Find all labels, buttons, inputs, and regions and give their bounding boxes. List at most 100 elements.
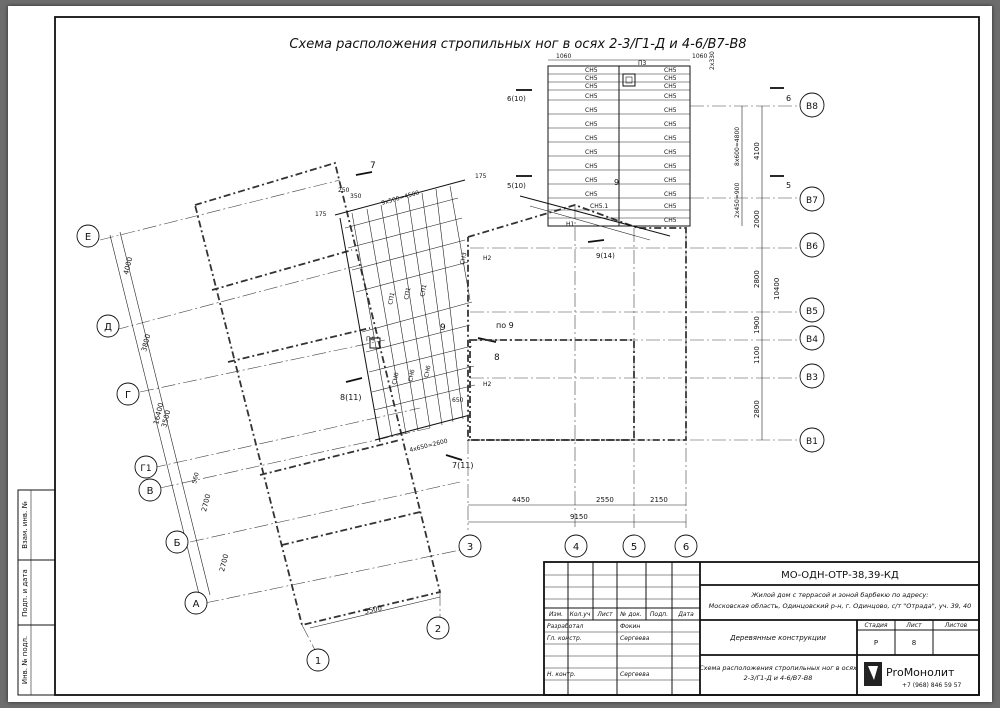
mark-n2b: Н2 bbox=[483, 381, 492, 388]
sec-mark-9a: 9 bbox=[614, 178, 619, 187]
axis-row-E: Е bbox=[85, 232, 91, 243]
dim-left-bottom: 5500 bbox=[364, 604, 383, 616]
stamp-project-address: Московская область, Одинцовский р-н, г. … bbox=[709, 602, 972, 610]
left-plan: СП1 СП1 СП1 СН3 СН6 СН6 СН6 П4 4000 3800… bbox=[99, 161, 514, 651]
sn5-r-5: СН5 bbox=[664, 107, 677, 114]
sn5-r-1: СН5 bbox=[664, 67, 677, 74]
sn5-r-9: СН5 bbox=[664, 163, 677, 170]
role-1: Разработал bbox=[547, 623, 584, 630]
dim-right-3: 2800 bbox=[753, 270, 761, 288]
name-2: Сергеева bbox=[620, 635, 650, 642]
hdr-data: Дата bbox=[677, 611, 694, 618]
sn5-l-4: СН5 bbox=[585, 93, 598, 100]
company-phone: +7 (968) 846 59 57 bbox=[902, 682, 962, 689]
axis-col-3: 3 bbox=[467, 542, 473, 553]
dim-rafter-top: 9х500=4500 bbox=[381, 189, 421, 207]
hdr-sheets: Листов bbox=[944, 622, 968, 629]
sn5-r-12: СН5 bbox=[664, 203, 677, 210]
axis-row-V4: В4 bbox=[806, 335, 818, 345]
mark-n2a: Н2 bbox=[483, 255, 492, 262]
dim-right-5: 1100 bbox=[753, 346, 761, 364]
axis-row-V5: В5 bbox=[806, 307, 818, 317]
sn5-r-3: СН5 bbox=[664, 83, 677, 90]
sheet-title-line2: 2-3/Г1-Д и 4-6/В7-В8 bbox=[744, 674, 813, 682]
dim-left-1: 4000 bbox=[122, 256, 134, 275]
axis-col-1: 1 bbox=[315, 656, 321, 667]
dim-left-5: 2700 bbox=[200, 493, 212, 512]
hdr-stadia: Стадия bbox=[864, 622, 887, 629]
dim-right-total: 10400 bbox=[773, 278, 781, 300]
drawing-frame bbox=[54, 16, 980, 696]
dim-8x600: 8х600=4800 bbox=[734, 127, 741, 166]
sec-mark-7b: 7(11) bbox=[452, 461, 474, 470]
dim-rafter-bottom: 4х650=2600 bbox=[409, 438, 449, 454]
sn5-l-1: СН5 bbox=[585, 67, 598, 74]
sec-mark-9b: 9(14) bbox=[596, 252, 615, 260]
sec-mark-6a: 6(10) bbox=[507, 95, 526, 103]
dim-right-6: 2800 bbox=[753, 400, 761, 418]
axis-row-G1: Г1 bbox=[140, 464, 151, 474]
drawing-title: Схема расположения стропильных ног в ося… bbox=[289, 37, 746, 52]
axis-row-D: Д bbox=[104, 322, 112, 333]
name-3: Сергеева bbox=[620, 671, 650, 678]
mark-sn6-a: СН6 bbox=[391, 372, 400, 386]
sn5-r-7: СН5 bbox=[664, 135, 677, 142]
sn5-r-11: СН5 bbox=[664, 191, 677, 198]
sec-mark-8b: 8(11) bbox=[340, 393, 362, 402]
mark-p3: П3 bbox=[638, 60, 647, 67]
sn5-l-2: СН5 bbox=[585, 75, 598, 82]
dim-bottom-1: 4450 bbox=[512, 496, 530, 504]
dim-175b: 175 bbox=[475, 173, 487, 180]
mark-sp1-a: СП1 bbox=[387, 292, 396, 306]
dim-right-2: 2000 bbox=[753, 210, 761, 228]
axis-col-5: 5 bbox=[631, 542, 637, 553]
mark-sp1-c: СП1 bbox=[419, 284, 428, 298]
role-2: Гл. констр. bbox=[547, 635, 582, 642]
axis-bubbles: Е Д Г Г1 В Б А 1 2 3 4 5 6 В8 В7 В6 В5 bbox=[76, 92, 825, 672]
stamp-sheet: 8 bbox=[912, 639, 916, 647]
dim-left-4: 560 bbox=[191, 472, 201, 485]
sn5-l-7: СН5 bbox=[585, 135, 598, 142]
sec-mark-5a: 5(10) bbox=[507, 182, 526, 190]
company-name: PrоМонолит bbox=[886, 666, 955, 679]
mark-sp1-b: СП1 bbox=[403, 287, 412, 301]
sn5-l-10: СН5 bbox=[585, 177, 598, 184]
left-plan-walls bbox=[193, 161, 442, 627]
sn5-r-13: СН5 bbox=[664, 217, 677, 224]
axis-col-4: 4 bbox=[573, 542, 579, 553]
dim-right-1: 4100 bbox=[753, 142, 761, 160]
role-3: Н. контр. bbox=[547, 671, 576, 678]
mark-sn3: СН3 bbox=[459, 252, 468, 266]
axis-row-V1: В1 bbox=[806, 437, 818, 447]
axis-row-A: А bbox=[193, 599, 200, 610]
hdr-podp: Подп. bbox=[650, 611, 668, 618]
mark-sn6-b: СН6 bbox=[407, 369, 416, 383]
drawing-sheet bbox=[8, 6, 992, 702]
axis-row-B: Б bbox=[174, 538, 181, 549]
dim-bottom-2: 2550 bbox=[596, 496, 614, 504]
sn5-l-5: СН5 bbox=[585, 107, 598, 114]
company-logo-icon bbox=[864, 662, 882, 686]
sn5-r-10: СН5 bbox=[664, 177, 677, 184]
axis-row-V6: В6 bbox=[806, 242, 818, 252]
mark-n1: Н1 bbox=[566, 221, 575, 228]
margin-inv-podl: Инв. № подл. bbox=[21, 636, 29, 684]
stamp-project-title: Жилой дом с террасой и зоной барбекю по … bbox=[751, 591, 929, 599]
stamp-section: Деревянные конструкции bbox=[729, 634, 826, 642]
rafter-group-top bbox=[334, 179, 476, 443]
sn5-l-3: СН5 bbox=[585, 83, 598, 90]
stamp-stadia: Р bbox=[874, 639, 878, 647]
dim-right-4: 1900 bbox=[753, 316, 761, 334]
dim-2x450: 2х450=900 bbox=[734, 183, 741, 218]
sn5-l-9: СН5 bbox=[585, 163, 598, 170]
sheet-title-line1: Схема расположения стропильных ног в ося… bbox=[699, 664, 857, 672]
dim-250: 250 bbox=[338, 187, 350, 194]
sn5-r-4: СН5 bbox=[664, 93, 677, 100]
dim-2x330: 2х330 bbox=[709, 51, 716, 70]
axis-row-V: В bbox=[147, 486, 154, 497]
axis-row-V8: В8 bbox=[806, 102, 818, 112]
hdr-izm: Изм. bbox=[549, 611, 563, 618]
margin-vzam-inv: Взам. инв. № bbox=[21, 501, 29, 549]
stamp-code: МО-ОДН-ОТР-38,39-КД bbox=[781, 570, 899, 581]
